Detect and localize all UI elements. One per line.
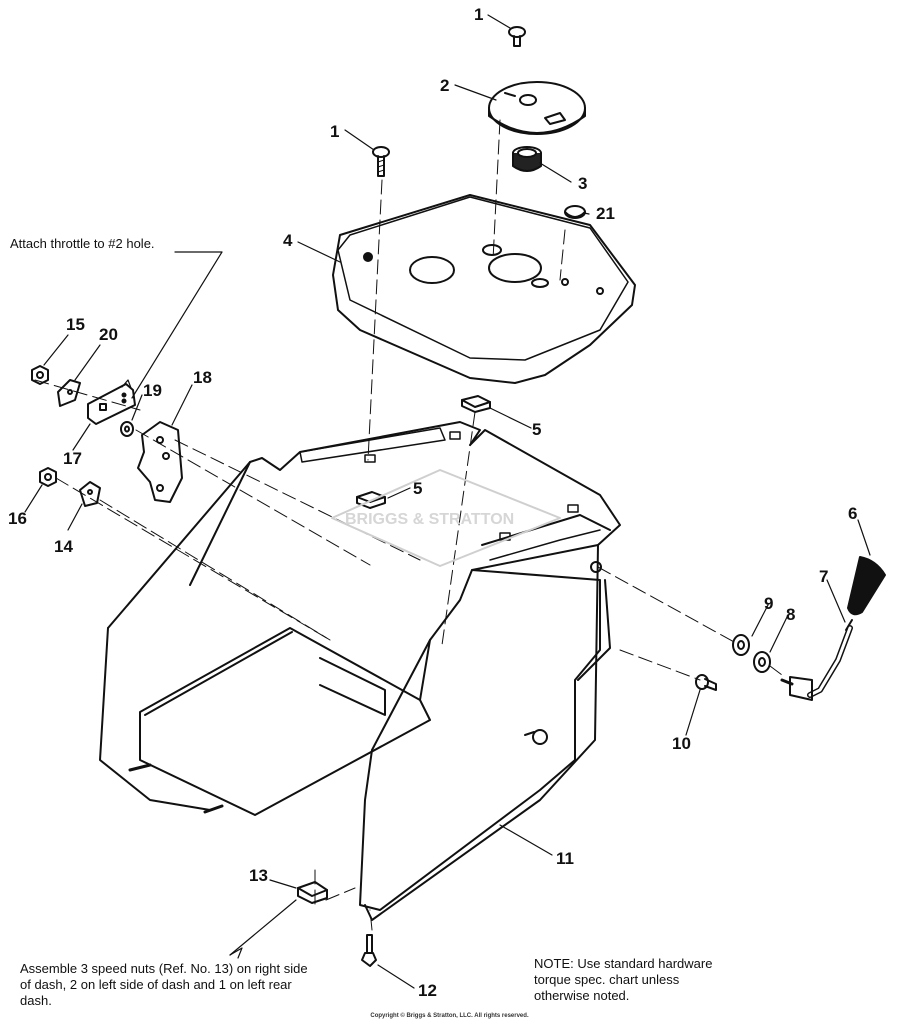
- part-label-9: 9: [764, 594, 774, 613]
- speed-nut-13: [297, 881, 328, 904]
- clip-14: [79, 481, 101, 507]
- throttle-note: Attach throttle to #2 hole.: [10, 236, 155, 251]
- part-label-10: 10: [672, 734, 691, 753]
- part-label-8: 8: [786, 605, 796, 624]
- dash-top-panel: [332, 194, 636, 384]
- bolt-10: [695, 674, 717, 691]
- screw-top: [508, 26, 526, 47]
- part-label-5-lower: 5: [413, 479, 423, 498]
- dash-housing: [99, 421, 621, 921]
- part-label-20: 20: [99, 325, 118, 344]
- part-label-19: 19: [143, 381, 162, 400]
- washer-9: [732, 634, 750, 656]
- part-label-21: 21: [596, 204, 615, 223]
- throttle-arm-18: [137, 421, 183, 503]
- part-label-14: 14: [54, 537, 73, 556]
- speed-nut-note: Assemble 3 speed nuts (Ref. No. 13) on r…: [20, 961, 308, 1008]
- part-label-3: 3: [578, 174, 588, 193]
- part-label-16: 16: [8, 509, 27, 528]
- part-label-13: 13: [249, 866, 268, 885]
- part-label-15: 15: [66, 315, 85, 334]
- part-label-18: 18: [193, 368, 212, 387]
- shift-lever: [780, 556, 886, 701]
- screw-left: [372, 146, 390, 177]
- part-label-4: 4: [283, 231, 293, 250]
- part-label-7: 7: [819, 567, 829, 586]
- washer-19: [120, 421, 134, 437]
- nut-15: [31, 365, 49, 385]
- leader-lines: [24, 14, 871, 989]
- lock-washer-8: [753, 651, 771, 673]
- part-label-5-upper: 5: [532, 420, 542, 439]
- watermark-logo: BRIGGS & STRATTON: [331, 469, 561, 567]
- part-label-2: 2: [440, 76, 450, 95]
- bushing: [512, 146, 542, 172]
- part-label-1-left: 1: [330, 122, 340, 141]
- speed-nut-lower: [356, 491, 386, 509]
- bolt-12: [361, 934, 377, 967]
- assembly-lines: [34, 119, 787, 931]
- bracket-20: [57, 379, 81, 407]
- control-plate: [488, 81, 586, 135]
- watermark-text: BRIGGS & STRATTON: [345, 511, 514, 528]
- plate-17: [87, 383, 136, 425]
- part-label-17: 17: [63, 449, 82, 468]
- plug: [564, 205, 586, 219]
- part-label-6: 6: [848, 504, 858, 523]
- nut-16: [39, 467, 57, 487]
- copyright-footer: Copyright © Briggs & Stratton, LLC. All …: [370, 1013, 529, 1019]
- part-label-1-top: 1: [474, 5, 484, 24]
- part-label-12: 12: [418, 981, 437, 1000]
- hardware-note: NOTE: Use standard hardware torque spec.…: [534, 956, 713, 1003]
- part-label-11: 11: [556, 849, 574, 868]
- speed-nut-upper: [461, 395, 491, 413]
